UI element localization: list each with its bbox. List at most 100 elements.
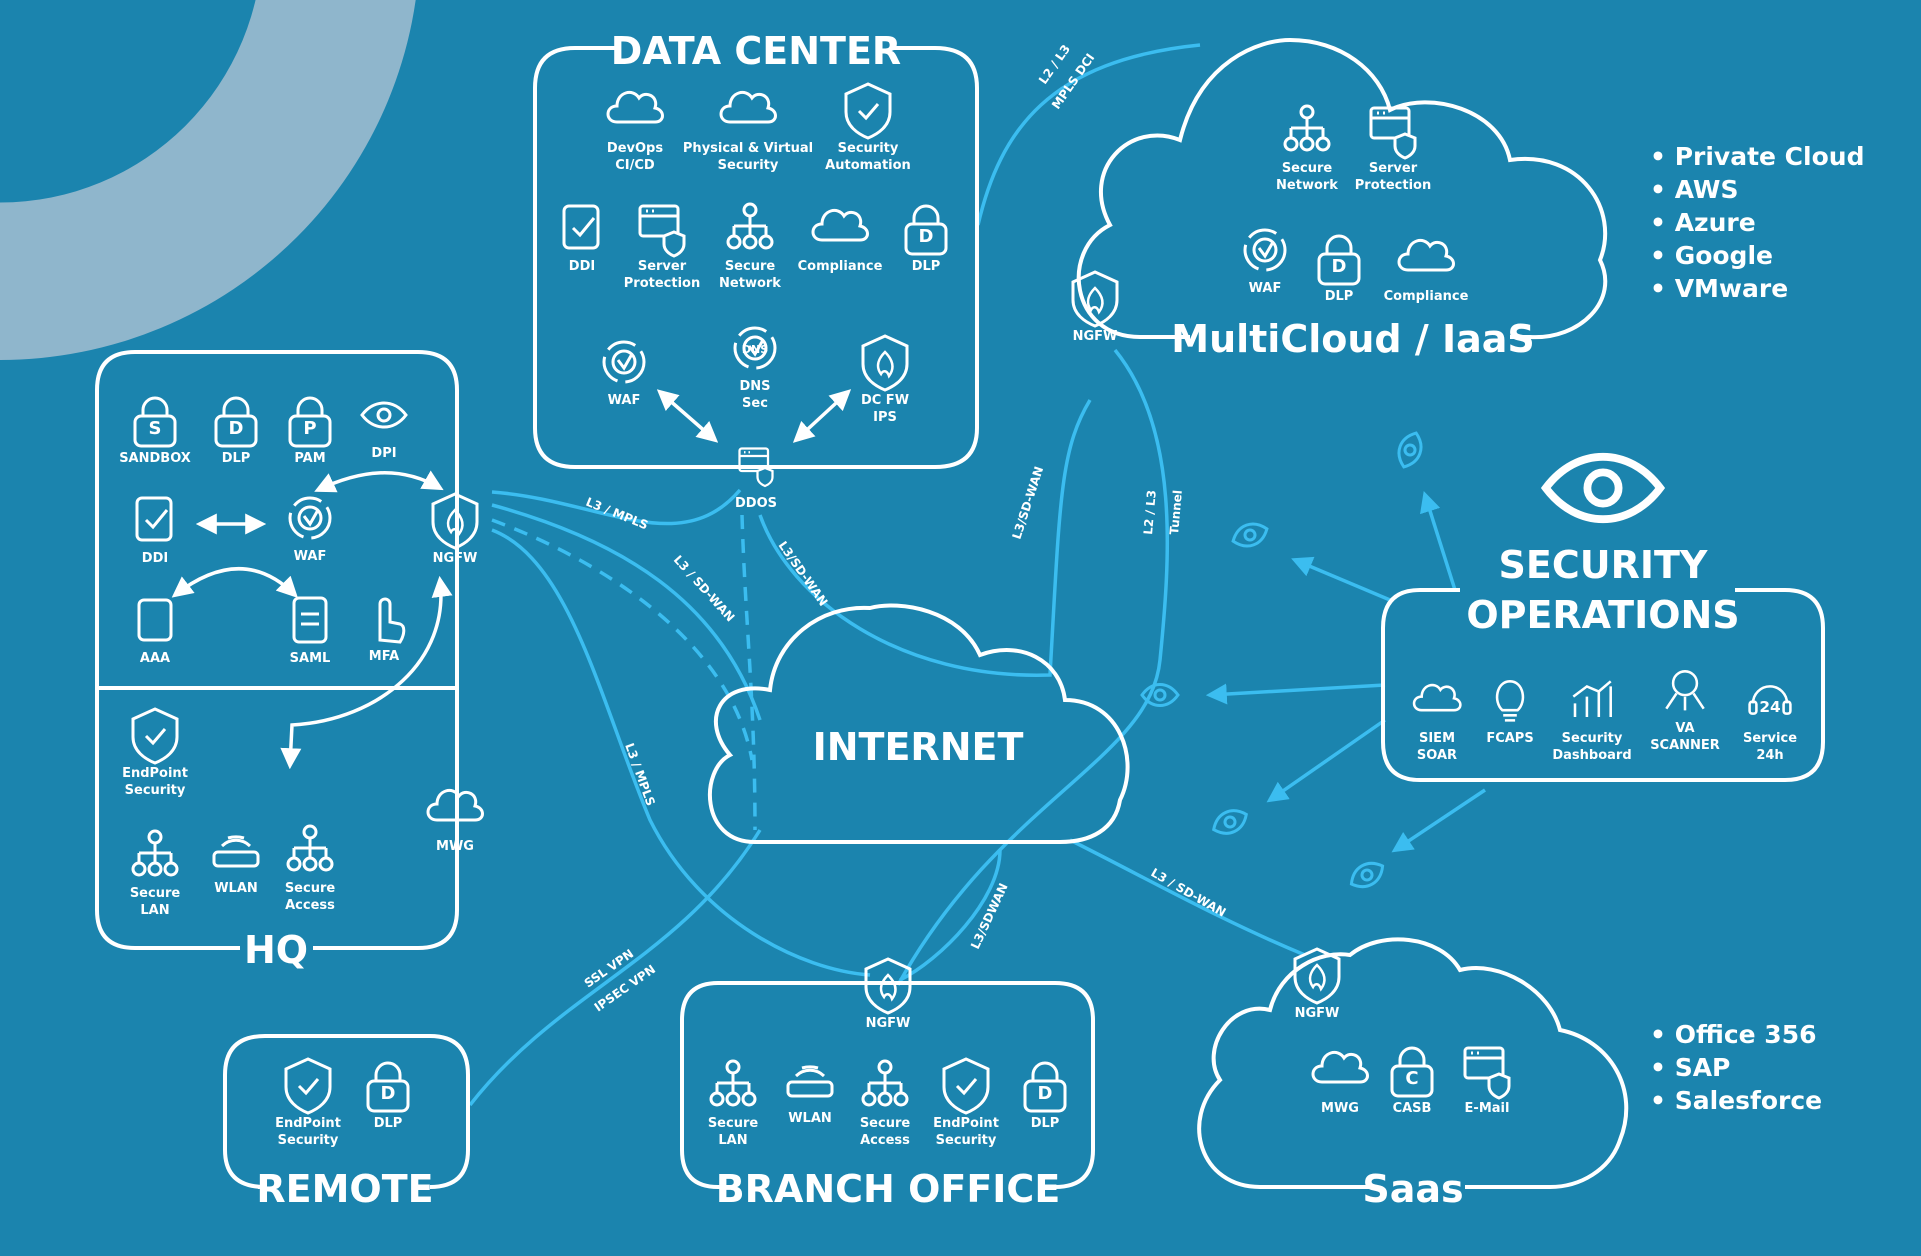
icon-label: Service <box>1743 731 1797 746</box>
flame-shield-item: NGFW <box>433 494 478 566</box>
network-tree-icon <box>726 202 774 250</box>
list-doc-icon <box>292 596 328 644</box>
lock-c-icon: C <box>1390 1046 1434 1098</box>
lock-p-icon: P <box>288 396 332 448</box>
lock-d-item: D DLP <box>1317 234 1361 304</box>
icon-label: DevOps <box>607 141 663 156</box>
svg-text:D: D <box>1332 256 1347 277</box>
icon-label: Secure <box>708 1116 759 1131</box>
icon-label: Secure <box>130 886 181 901</box>
cloud-tree-item: MWG <box>426 788 484 854</box>
hand-item: MFA <box>369 597 406 664</box>
icon-label: NGFW <box>1073 329 1118 344</box>
lock-d-icon: D <box>1023 1061 1067 1113</box>
icon-label: Compliance <box>1384 289 1469 304</box>
icon-label: SOAR <box>1417 748 1457 763</box>
cloud-shield-item: Compliance <box>1384 238 1469 304</box>
icon-label: MFA <box>369 649 399 664</box>
conn-label: Tunnel <box>1167 489 1185 535</box>
lock-d-icon: D <box>366 1061 410 1113</box>
conn-label: L2 / L3 <box>1141 489 1159 535</box>
saas-title: Saas <box>1362 1167 1463 1211</box>
cloud-lock-icon <box>1412 683 1462 712</box>
icon-label: Secure <box>860 1116 911 1131</box>
scanner-icon <box>1665 670 1705 711</box>
icon-label: Server <box>638 259 687 274</box>
icon-label: Compliance <box>798 259 883 274</box>
icon-label: DDI <box>569 259 595 274</box>
branch-office-title: BRANCH OFFICE <box>716 1167 1061 1211</box>
icon-label: Access <box>860 1133 910 1148</box>
icon-label: DLP <box>1325 289 1354 304</box>
lock-d-icon: D <box>1317 234 1361 286</box>
icon-label: DDOS <box>735 496 777 511</box>
icon-label: DC FW <box>861 393 909 408</box>
svg-text:S: S <box>149 418 162 439</box>
icon-label: LAN <box>140 903 169 918</box>
shield-tree-icon <box>286 824 334 872</box>
lock-d-item: D DLP <box>366 1061 410 1131</box>
icon-label: Secure <box>1282 161 1333 176</box>
eye-tree-item: DPI <box>360 401 408 461</box>
icon-label: Sec <box>742 396 768 411</box>
square-item: AAA <box>137 598 173 666</box>
bulb-item: FCAPS <box>1486 680 1534 746</box>
lock-s-item: S SANDBOX <box>119 396 191 466</box>
security-operations-box <box>1381 588 1825 782</box>
icon-label: DLP <box>374 1116 403 1131</box>
cloud-tree-icon <box>1311 1050 1369 1084</box>
icon-label: WLAN <box>788 1111 832 1126</box>
decorative-arc <box>0 0 416 360</box>
cloud-tree-item: MWG <box>1311 1050 1369 1116</box>
list-item: • Private Cloud <box>1650 142 1864 171</box>
icon-label: Physical & Virtual <box>683 141 813 156</box>
connection-lines <box>171 43 1486 1107</box>
branch-office-box <box>680 981 1095 1189</box>
icon-label: Network <box>719 276 781 291</box>
bulb-icon <box>1495 680 1525 722</box>
network-tree-icon <box>1283 104 1331 152</box>
icon-label: WAF <box>608 393 641 408</box>
icon-label: SAML <box>290 651 331 666</box>
gear-shield-icon <box>846 84 890 138</box>
icon-label: SANDBOX <box>119 451 191 466</box>
icon-label: Security <box>125 783 186 798</box>
icon-label: EndPoint <box>933 1116 999 1131</box>
cloud-lock-icon <box>719 90 777 124</box>
check-shield-icon <box>286 1059 330 1113</box>
server-shield-item: E-Mail <box>1463 1046 1511 1116</box>
icon-label: DPI <box>371 446 396 461</box>
flame-shield-icon <box>866 959 910 1013</box>
icon-label: Secure <box>285 881 336 896</box>
multicloud-title: MultiCloud / IaaS <box>1171 317 1535 361</box>
list-item: • VMware <box>1650 274 1788 303</box>
flame-shield-item: NGFW <box>1295 949 1340 1021</box>
conn-label: L3/SD-WAN <box>1010 465 1047 541</box>
lock-s-icon: S <box>133 396 177 448</box>
icon-label: SIEM <box>1419 731 1455 746</box>
chart-icon <box>1572 680 1612 718</box>
icon-label: VA <box>1675 721 1694 736</box>
boxes <box>95 37 1825 1189</box>
icon-label: LAN <box>718 1133 747 1148</box>
square-icon <box>137 598 173 642</box>
icon-label: Security <box>1562 731 1623 746</box>
check-shield-icon <box>133 709 177 763</box>
svg-text:C: C <box>1405 1068 1418 1089</box>
security-operations-title-2: OPERATIONS <box>1466 593 1739 637</box>
icon-label: MWG <box>1321 1101 1359 1116</box>
icon-label: AAA <box>140 651 170 666</box>
network-tree-icon <box>131 829 179 877</box>
internet-title: INTERNET <box>813 725 1024 769</box>
hq-title: HQ <box>244 928 308 972</box>
check-doc-icon <box>135 496 173 542</box>
cloud-shield-icon <box>811 208 869 242</box>
svg-text:D: D <box>381 1083 396 1104</box>
